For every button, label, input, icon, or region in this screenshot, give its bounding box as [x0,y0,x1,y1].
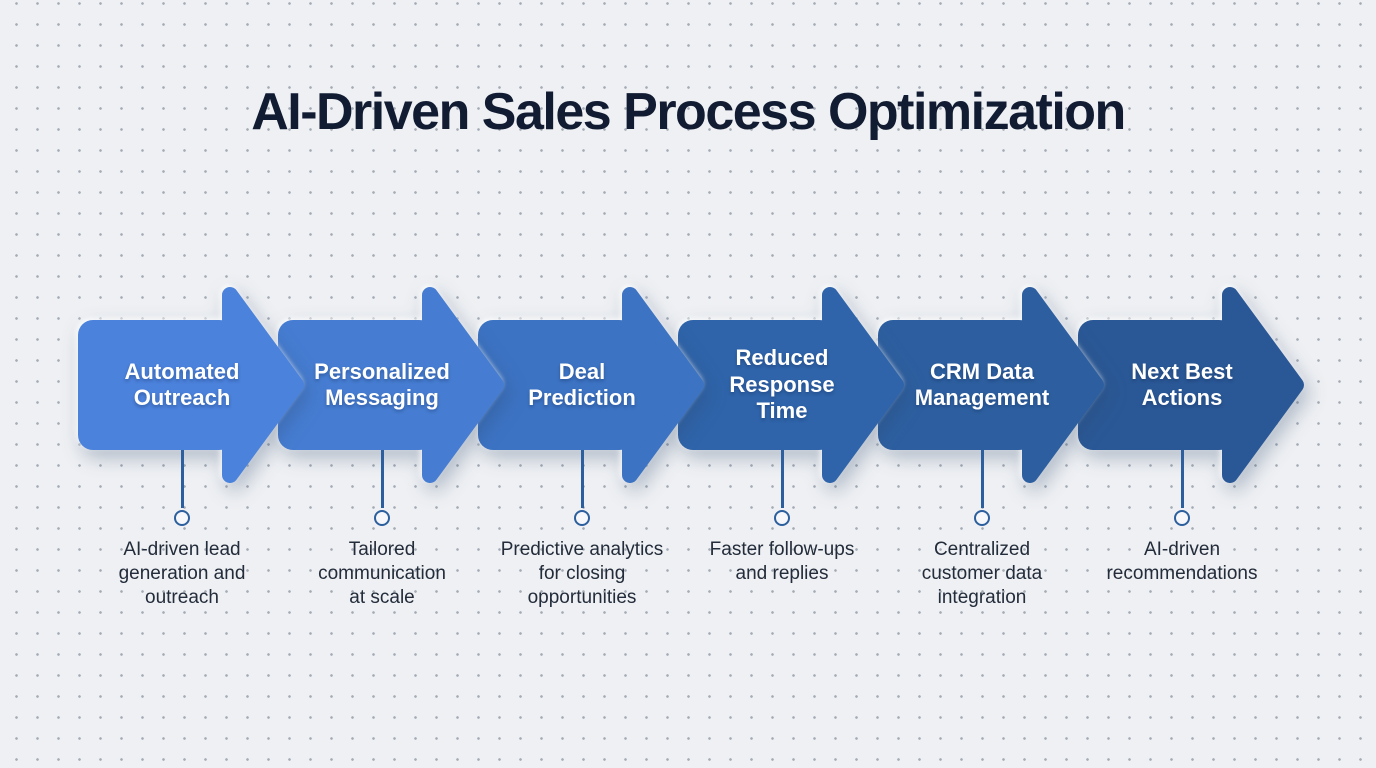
arrow-head [222,287,304,483]
connector-dot-icon [574,510,590,526]
page-title: AI-Driven Sales Process Optimization [251,83,1126,141]
arrow-body [678,320,834,450]
connector-dot-icon [974,510,990,526]
connector-line [381,450,384,508]
connector-line [1181,450,1184,508]
arrow-body [478,320,634,450]
step-description: Tailored communication at scale [318,539,446,608]
step-label: Next Best Actions [1131,358,1233,410]
arrow-head [1022,287,1104,483]
connector-dot-icon [374,510,390,526]
step-description: AI-driven lead generation and outreach [118,539,246,608]
right-arrow-shape [678,287,904,483]
connector-dot-icon [1174,510,1190,526]
step-label: Automated Outreach [124,358,240,410]
connector-line [581,450,584,508]
arrow-body [278,320,434,450]
arrow-body [878,320,1034,450]
connector-line [981,450,984,508]
arrow-body [78,320,234,450]
right-arrow-shape [78,287,304,483]
step-description: AI-driven recommendations [1106,539,1258,584]
arrow-head [622,287,704,483]
step-label: Reduced Response Time [729,345,835,424]
step-description: Predictive analytics for closing opportu… [500,539,664,608]
step-description: Centralized customer data integration [921,539,1043,608]
step-label: Deal Prediction [528,358,636,410]
connector-dot-icon [774,510,790,526]
process-flow: Automated Outreach AI-driven lead genera… [0,282,1376,642]
connector-line [781,450,784,508]
process-step-4: Reduced Response Time Faster follow-ups … [678,282,918,642]
process-step-2: Personalized Messaging Tailored communic… [278,282,518,642]
right-arrow-shape [878,287,1104,483]
connector-line [181,450,184,508]
process-step-6: Next Best Actions AI-driven recommendati… [1078,282,1318,642]
arrow-head [1222,287,1304,483]
arrow-body [1078,320,1234,450]
right-arrow-shape [478,287,704,483]
step-description: Faster follow-ups and replies [709,539,855,584]
right-arrow-shape [278,287,504,483]
arrow-head [822,287,904,483]
right-arrow-shape [1078,287,1304,483]
step-label: CRM Data Management [914,358,1050,410]
process-step-5: CRM Data Management Centralized customer… [878,282,1118,642]
process-step-1: Automated Outreach AI-driven lead genera… [78,282,318,642]
connector-dot-icon [174,510,190,526]
step-label: Personalized Messaging [314,358,450,410]
arrow-head [422,287,504,483]
process-step-3: Deal Prediction Predictive analytics for… [478,282,718,642]
